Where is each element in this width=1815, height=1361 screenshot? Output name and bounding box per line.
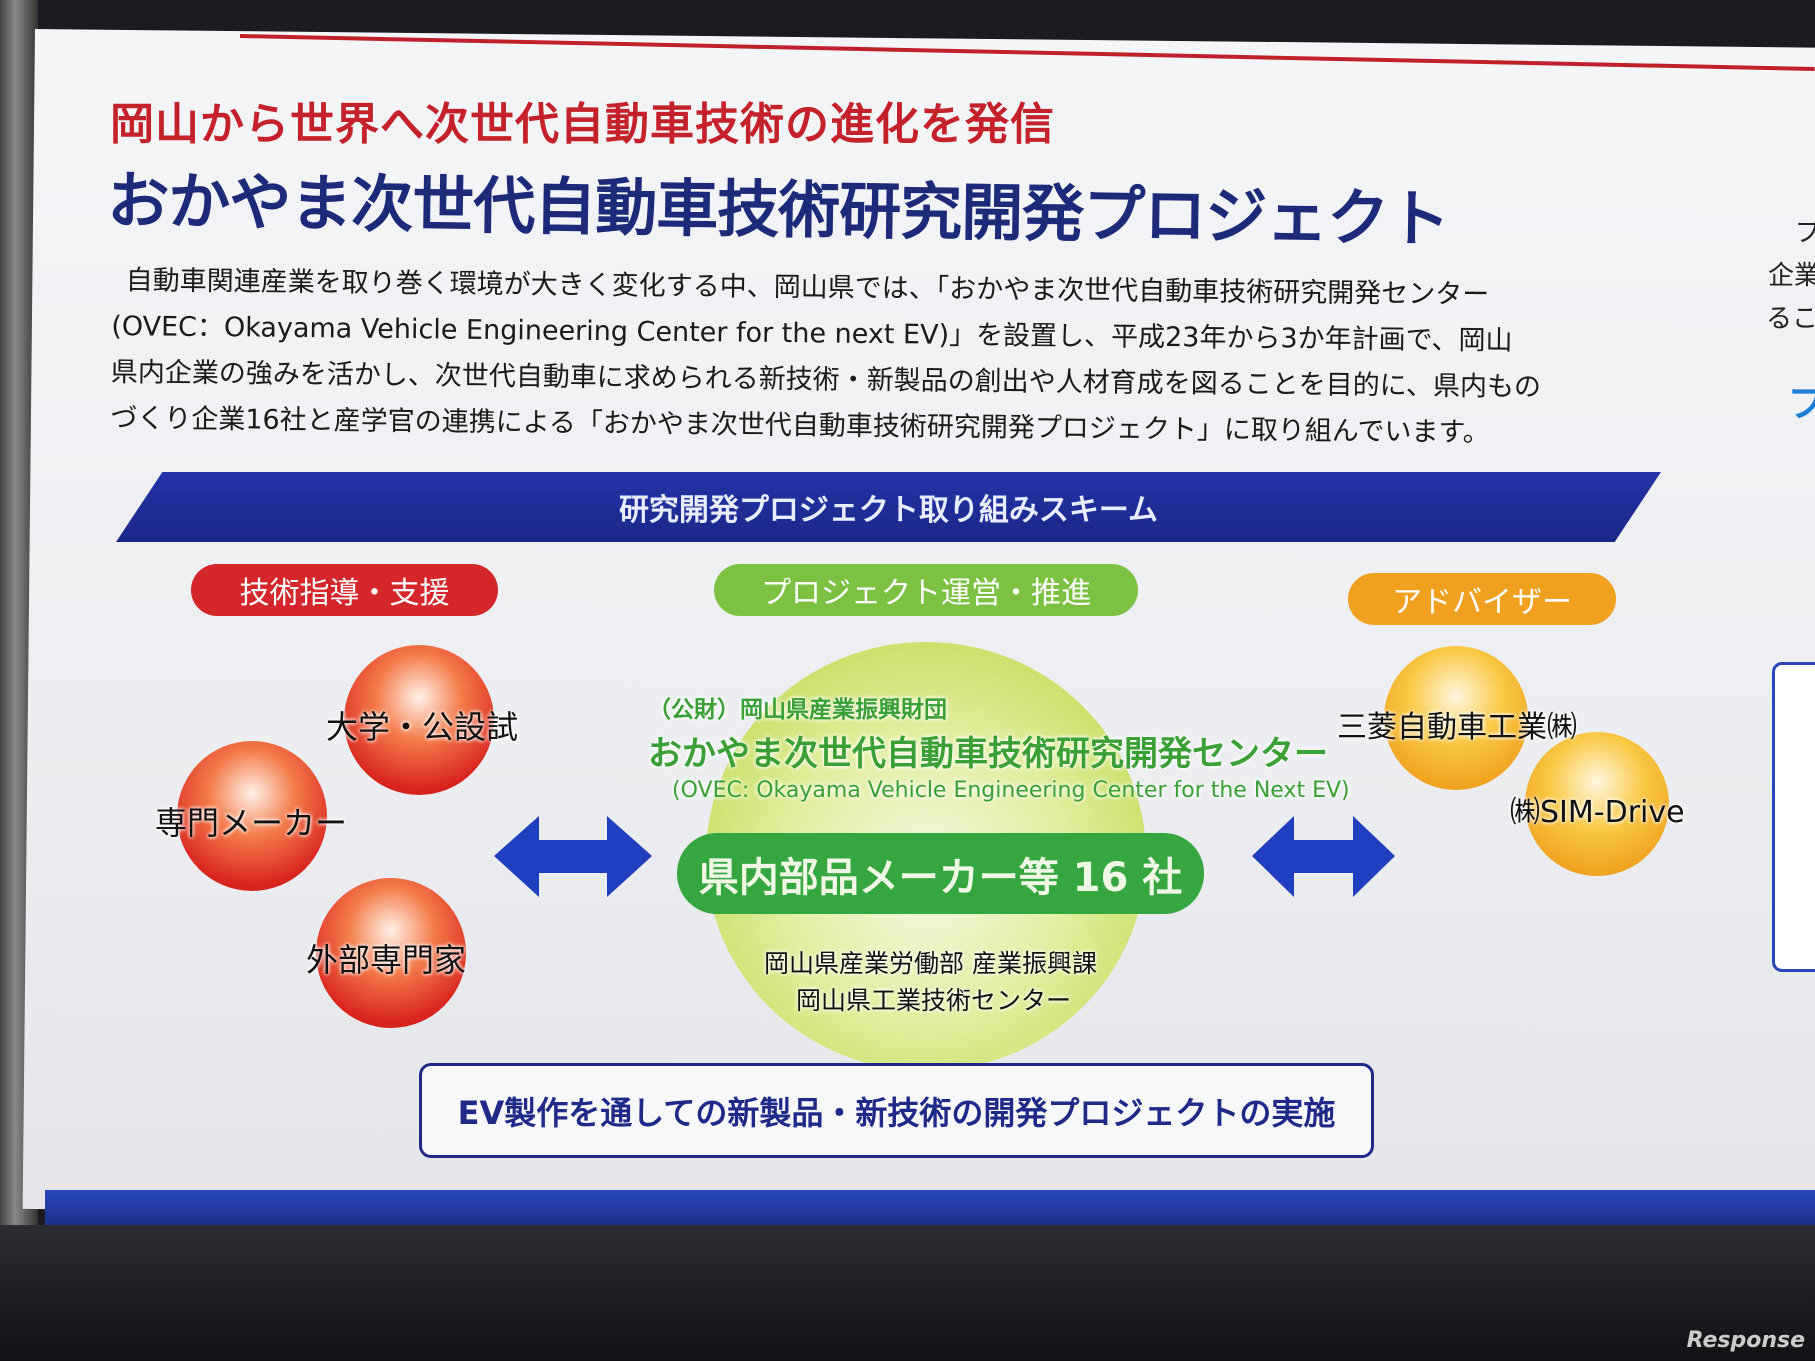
- side-heading: プ: [1788, 381, 1815, 425]
- advisor-heading: アドバイザー: [1348, 573, 1616, 625]
- mitsubishi-circle: [1384, 646, 1528, 790]
- simdrive-label: ㈱SIM-Drive: [1510, 795, 1685, 830]
- scheme-banner: 研究開発プロジェクト取り組みスキーム: [116, 472, 1661, 542]
- ev-project-box: EV製作を通しての新製品・新技術の開発プロジェクトの実施: [419, 1063, 1374, 1158]
- simdrive-circle: [1525, 732, 1669, 876]
- center-english-name: (OVEC: Okayama Vehicle Engineering Cente…: [672, 778, 1350, 803]
- member-companies-label: 県内部品メーカー等 16 社: [698, 854, 1183, 901]
- university-circle: [344, 645, 494, 795]
- intro-paragraph: 自動車関連産業を取り巻く環境が大きく変化する中、岡山県では、「おかやま次世代自動…: [110, 258, 1652, 458]
- poster-title: おかやま次世代自動車技術研究開発プロジェクト: [106, 163, 1450, 256]
- poster-bottom-band: [45, 1190, 1815, 1226]
- ev-project-label: EV製作を通しての新製品・新技術の開発プロジェクトの実施: [457, 1093, 1336, 1132]
- foundation-name: （公財）岡山県産業振興財団: [648, 697, 947, 723]
- maker-label: 専門メーカー: [155, 804, 348, 842]
- operation-heading: プロジェクト運営・推進: [714, 564, 1138, 616]
- mitsubishi-label: 三菱自動車工業㈱: [1337, 710, 1577, 745]
- double-arrow-left-icon: [494, 816, 652, 897]
- member-companies-pill: 県内部品メーカー等 16 社: [677, 833, 1204, 914]
- partner-label: 岡山県工業技術センター: [796, 986, 1072, 1015]
- scheme-banner-label: 研究開発プロジェクト取り組みスキーム: [618, 493, 1159, 528]
- watermark: Response: [1686, 1328, 1805, 1353]
- display-base: [0, 1225, 1815, 1361]
- poster-subtitle: 岡山から世界へ次世代自動車技術の進化を発信: [110, 99, 1055, 150]
- side-panel-box: [1772, 662, 1815, 972]
- expert-circle: [316, 878, 466, 1028]
- expert-label: 外部専門家: [306, 941, 467, 979]
- support-heading: 技術指導・支援: [191, 564, 498, 616]
- side-text: 企業: [1768, 261, 1815, 291]
- double-arrow-right-icon: [1252, 816, 1395, 897]
- side-text: プ: [1795, 218, 1815, 248]
- maker-circle: [177, 741, 327, 891]
- partner-label: 岡山県産業労働部 産業振興課: [764, 949, 1097, 978]
- center-name: おかやま次世代自動車技術研究開発センター: [648, 734, 1328, 774]
- university-label: 大学・公設試: [326, 708, 519, 746]
- side-text: るこ: [1766, 304, 1815, 334]
